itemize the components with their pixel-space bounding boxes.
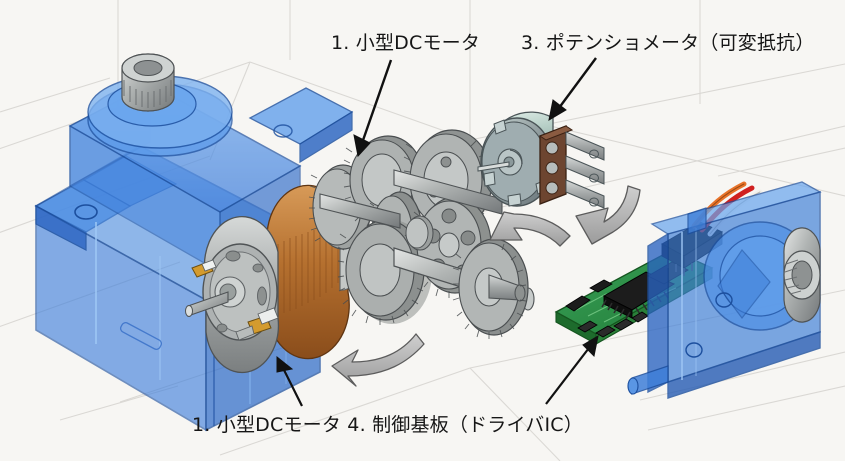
- label-potentiometer: 3. ポテンショメータ（可変抵抗）: [521, 32, 815, 54]
- label-bottom-combined: 1. 小型DCモータ 4. 制御基板（ドライバIC）: [192, 414, 583, 436]
- potentiometer: [477, 111, 605, 209]
- flow-arrow-up: [575, 185, 641, 245]
- leader-bottom-motor: [276, 355, 303, 407]
- servo-case-back: [627, 181, 822, 399]
- gear-idler: [405, 215, 434, 251]
- flow-arrow-left: [331, 333, 425, 387]
- output-spline-top: [121, 53, 175, 112]
- label-dc-motor-top: 1. 小型DCモータ: [331, 32, 481, 54]
- leader-motor-top: [353, 59, 393, 158]
- leader-pot: [548, 57, 597, 121]
- leader-bottom-board: [545, 334, 599, 405]
- flow-arrow-down: [489, 211, 571, 247]
- gear-e: [337, 219, 432, 325]
- gear-output: [452, 238, 529, 339]
- dc-motor: [185, 184, 353, 374]
- gear-train: [308, 129, 535, 339]
- output-spline-back: [783, 227, 821, 323]
